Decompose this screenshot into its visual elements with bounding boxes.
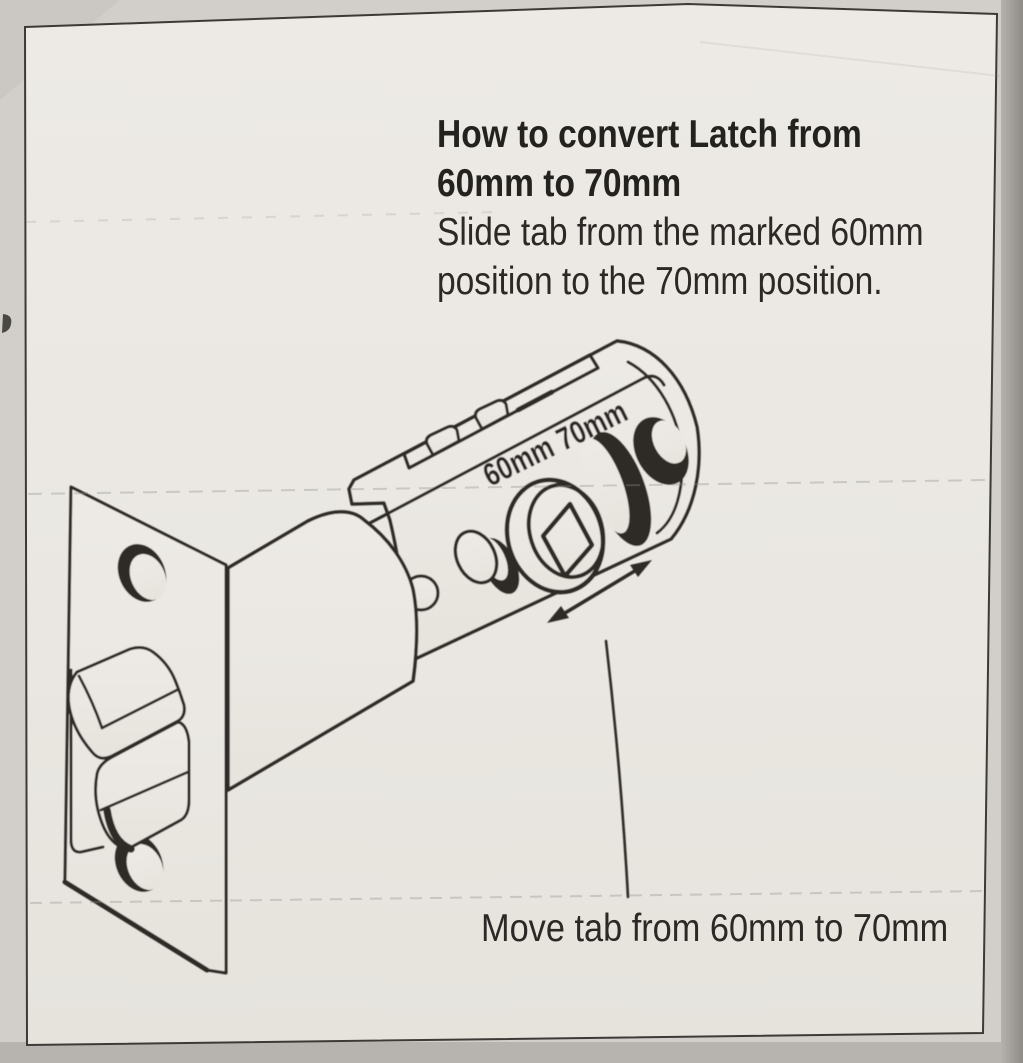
screw-hole-top [117, 544, 167, 602]
photo-bottom-edge [0, 1042, 1023, 1063]
case-top-front-edge [366, 374, 666, 526]
spindle-hub [504, 477, 606, 595]
heading-line2: 60mm to 70mm [437, 162, 682, 205]
spindle-hole-70 [582, 431, 652, 547]
square-spindle-hole [540, 501, 595, 579]
paper-creases [25, 41, 1001, 904]
latch-case: 60mm 70mm [347, 339, 701, 661]
slide-arrow [547, 560, 652, 623]
heading-line1: How to convert Latch from [437, 113, 862, 156]
photo-right-edge [1001, 0, 1023, 1063]
stray-mark [2, 314, 12, 333]
subheading-line2: position to the 70mm position. [437, 260, 883, 303]
end-hole [633, 417, 689, 485]
latch-barrel [226, 510, 419, 792]
slot-shadow [515, 389, 555, 413]
leader-line [604, 639, 630, 899]
faceplate-bottom-edge [62, 879, 210, 973]
bolt-opening [69, 668, 105, 854]
faceplate [62, 485, 228, 975]
move-tab-caption: Move tab from 60mm to 70mm [481, 907, 949, 950]
latch-bolt [66, 646, 186, 760]
hole-60-outline [453, 529, 499, 585]
instruction-text: How to convert Latch from 60mm to 70mm S… [437, 110, 924, 306]
slide-tab-60 [425, 424, 461, 457]
subheading-line1: Slide tab from the marked 60mm [437, 211, 924, 254]
slide-tab-70 [474, 398, 510, 431]
tab-slot [402, 353, 600, 470]
